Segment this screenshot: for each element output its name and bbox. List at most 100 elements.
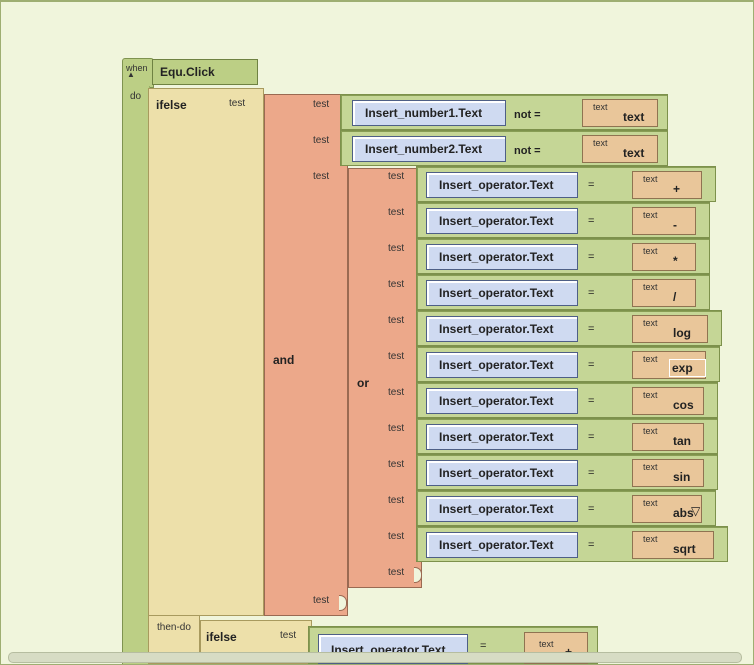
component-label: Insert_operator.Text — [439, 322, 554, 336]
and-block[interactable] — [264, 94, 348, 616]
component-label: Insert_operator.Text — [439, 394, 554, 408]
component-block-operator[interactable]: Insert_operator.Text — [426, 460, 578, 486]
compare-operator: = — [588, 287, 595, 299]
component-label: Insert_operator.Text — [439, 286, 554, 300]
component-label: Insert_operator.Text — [439, 502, 554, 516]
or-test-label: test — [388, 531, 405, 542]
horizontal-scrollbar[interactable] — [8, 652, 742, 663]
compare-operator: = — [588, 251, 595, 263]
text-value: / — [673, 290, 677, 304]
text-value: text — [623, 146, 645, 160]
component-label: Insert_number1.Text — [365, 106, 483, 120]
text-type-label: text — [593, 102, 608, 112]
text-type-label: text — [643, 534, 658, 544]
event-name[interactable] — [152, 59, 258, 85]
compare-operator: not = — [514, 145, 541, 157]
component-block-number1[interactable]: Insert_number1.Text — [352, 100, 506, 126]
text-block[interactable]: text / — [632, 279, 696, 307]
text-type-label: text — [643, 210, 658, 220]
component-label: Insert_operator.Text — [439, 466, 554, 480]
text-type-label: text — [643, 390, 658, 400]
or-test-label: test — [388, 423, 405, 434]
compare-operator: = — [588, 395, 595, 407]
compare-operator: = — [588, 467, 595, 479]
text-type-label: text — [593, 138, 608, 148]
text-value: + — [673, 182, 681, 196]
or-test-label: test — [388, 279, 405, 290]
component-block-operator[interactable]: Insert_operator.Text — [426, 532, 578, 558]
text-value: - — [673, 218, 677, 232]
component-label: Insert_operator.Text — [439, 538, 554, 552]
text-block[interactable]: text exp — [632, 351, 706, 379]
text-block[interactable]: text text — [582, 99, 658, 127]
component-label: Insert_operator.Text — [439, 214, 554, 228]
text-block[interactable]: text text — [582, 135, 658, 163]
compare-operator: = — [588, 215, 595, 227]
text-block[interactable]: text sin — [632, 459, 704, 487]
text-block[interactable]: text - — [632, 207, 696, 235]
or-test-label-last: test — [388, 567, 405, 578]
text-value: cos — [673, 398, 694, 412]
text-block[interactable]: text log — [632, 315, 708, 343]
event-name-label: Equ.Click — [160, 65, 215, 79]
event-do-spine — [122, 86, 150, 664]
text-type-label: text — [643, 354, 658, 364]
text-block[interactable]: text sqrt — [632, 531, 714, 559]
component-block-operator[interactable]: Insert_operator.Text — [426, 388, 578, 414]
and-test-label-4: test — [313, 595, 330, 606]
or-test-label: test — [388, 459, 405, 470]
and-test-label-3: test — [313, 171, 330, 182]
compare-operator: = — [588, 179, 595, 191]
component-block-operator[interactable]: Insert_operator.Text — [426, 244, 578, 270]
or-test-label: test — [388, 207, 405, 218]
collapse-arrow-icon[interactable]: ▲ — [127, 70, 135, 79]
nested-ifelse-test-label: test — [280, 630, 297, 641]
compare-operator: = — [588, 431, 595, 443]
text-block[interactable]: text tan — [632, 423, 704, 451]
compare-operator: = — [588, 539, 595, 551]
or-test-label: test — [388, 387, 405, 398]
component-block-operator[interactable]: Insert_operator.Text — [426, 208, 578, 234]
ifelse-label: ifelse — [156, 98, 187, 112]
ifelse-test-label: test — [229, 98, 246, 109]
component-block-operator[interactable]: Insert_operator.Text — [426, 172, 578, 198]
and-test-label-1: test — [313, 99, 330, 110]
dropdown-arrow-icon[interactable]: ▽ — [691, 504, 701, 518]
text-type-label: text — [643, 462, 658, 472]
text-type-label: text — [643, 246, 658, 256]
component-label: Insert_number2.Text — [365, 142, 483, 156]
text-type-label: text — [643, 318, 658, 328]
ifelse-block[interactable] — [148, 88, 264, 616]
component-block-operator[interactable]: Insert_operator.Text — [426, 316, 578, 342]
or-label: or — [357, 376, 369, 390]
or-test-label: test — [388, 171, 405, 182]
compare-operator: = — [588, 359, 595, 371]
component-label: Insert_operator.Text — [439, 178, 554, 192]
text-type-label: text — [539, 639, 554, 649]
text-block[interactable]: text * — [632, 243, 696, 271]
text-block[interactable]: text cos — [632, 387, 704, 415]
text-value: sqrt — [673, 542, 696, 556]
or-test-label: test — [388, 495, 405, 506]
do-label: do — [130, 91, 142, 102]
component-label: Insert_operator.Text — [439, 358, 554, 372]
text-value: tan — [673, 434, 691, 448]
text-value: sin — [673, 470, 691, 484]
text-value: * — [673, 254, 678, 268]
nested-ifelse-label: ifelse — [206, 630, 237, 644]
nested-compare-operator: = — [480, 640, 487, 652]
or-test-label: test — [388, 351, 405, 362]
text-value: text — [623, 110, 645, 124]
component-label: Insert_operator.Text — [439, 430, 554, 444]
component-block-number2[interactable]: Insert_number2.Text — [352, 136, 506, 162]
component-block-operator[interactable]: Insert_operator.Text — [426, 280, 578, 306]
component-block-operator[interactable]: Insert_operator.Text — [426, 496, 578, 522]
text-block[interactable]: text abs ▽ — [632, 495, 702, 523]
component-block-operator[interactable]: Insert_operator.Text — [426, 352, 578, 378]
thendo-label: then-do — [157, 622, 191, 633]
compare-operator: not = — [514, 109, 541, 121]
or-block[interactable] — [348, 168, 422, 588]
text-type-label: text — [643, 174, 658, 184]
text-block[interactable]: text + — [632, 171, 702, 199]
component-block-operator[interactable]: Insert_operator.Text — [426, 424, 578, 450]
